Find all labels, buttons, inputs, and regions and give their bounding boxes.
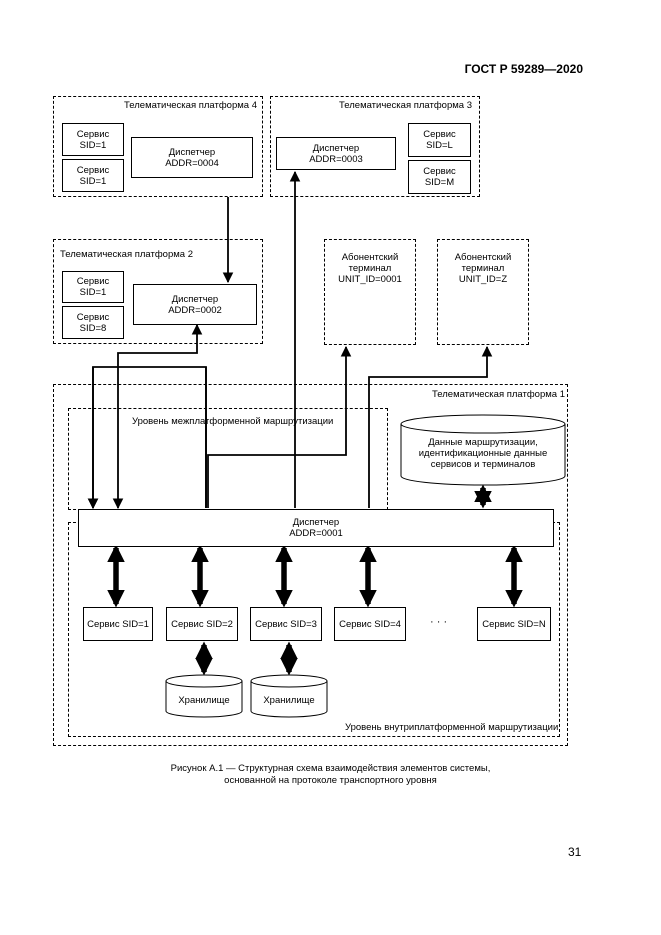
terminal-unit-0001: [324, 239, 416, 345]
standard-number: ГОСТ Р 59289—2020: [464, 62, 583, 76]
platform-1-dispatcher: Диспетчер ADDR=0001: [78, 509, 554, 547]
arrow-p1-to-terminal-0001: [207, 345, 352, 508]
arrow-p1-loop: [87, 366, 207, 510]
platform-3-service-sid-m: Сервис SID=M: [408, 160, 471, 194]
platform-3-service-sid-l: Сервис SID=L: [408, 123, 471, 157]
terminal-unit-0001-label: Абонентский терминал UNIT_ID=0001: [338, 252, 402, 285]
platform-4-frame: [53, 96, 263, 197]
terminal-unit-z: [437, 239, 529, 345]
figure-caption: Рисунок А.1 — Структурная схема взаимоде…: [170, 763, 491, 786]
platform-4-dispatcher: Диспетчер ADDR=0004: [131, 137, 253, 178]
storage-b-database-icon: [250, 674, 328, 718]
storage-a-database-icon: [165, 674, 243, 718]
service-sid-3: Сервис SID=3: [250, 607, 322, 641]
service-sid-4: Сервис SID=4: [334, 607, 406, 641]
intra-platform-routing-label: Уровень внутриплатформенной маршрутизаци…: [345, 722, 559, 733]
arrow-p2-to-p1: [112, 323, 203, 510]
routing-data-label: Данные маршрутизации, идентификационные …: [418, 436, 548, 470]
service-sid-1: Сервис SID=1: [83, 607, 153, 641]
routing-data-database-icon: [400, 414, 566, 486]
platform-2-service-sid-1: Сервис SID=1: [62, 271, 124, 303]
platform-1-title: Телематическая платформа 1: [432, 389, 565, 400]
platform-3-frame: [270, 96, 480, 197]
platform-4-service-sid-1-a: Сервис SID=1: [62, 123, 124, 156]
storage-b-label: Хранилище: [263, 694, 315, 706]
inter-platform-routing-label: Уровень межплатформенной маршрутизации: [132, 416, 334, 427]
platform-1-frame: [53, 384, 568, 746]
platform-4-service-sid-1-b: Сервис SID=1: [62, 159, 124, 192]
storage-a-label: Хранилище: [178, 694, 230, 706]
arrow-p1-to-terminal-z: [368, 345, 493, 508]
page-number: 31: [568, 845, 582, 859]
platform-2-title: Телематическая платформа 2: [60, 249, 193, 260]
services-ellipsis: · · ·: [430, 616, 448, 628]
platform-3-dispatcher: Диспетчер ADDR=0003: [276, 137, 396, 170]
service-sid-2: Сервис SID=2: [166, 607, 238, 641]
platform-3-title: Телематическая платформа 3: [339, 100, 472, 111]
terminal-unit-z-label: Абонентский терминал UNIT_ID=Z: [454, 252, 512, 285]
service-sid-n: Сервис SID=N: [477, 607, 551, 641]
platform-4-title: Телематическая платформа 4: [124, 100, 257, 111]
